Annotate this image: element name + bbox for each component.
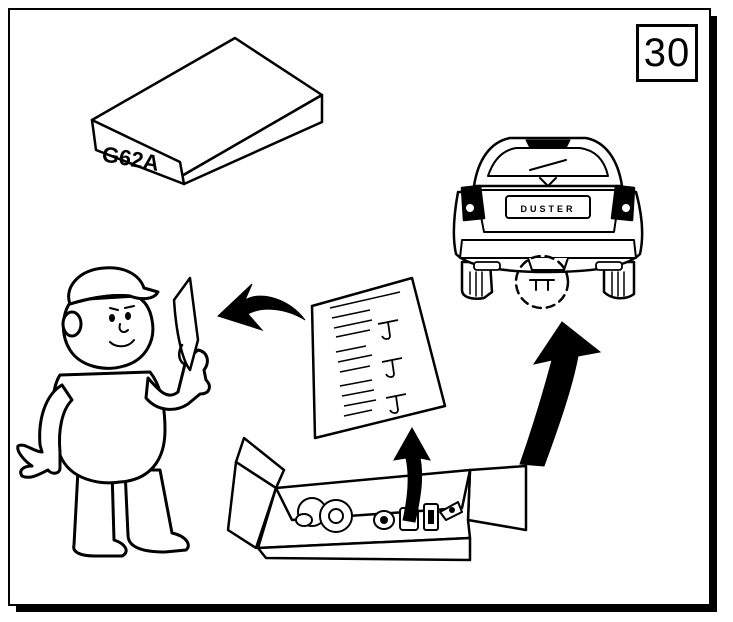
arrow-to-car [519,321,602,467]
arrow-to-sheet [393,426,431,523]
arrow-to-technician [217,283,306,332]
kit-box: G62A [90,36,324,186]
technician-figure [16,266,211,558]
car-emblem-icon [539,177,557,187]
car-plate-text: DUSTER [520,204,575,214]
towbar-location-highlight [514,254,570,310]
car-rear-view: DUSTER [452,136,644,310]
step-number-badge: 30 [636,24,698,82]
instruction-sheet [310,276,447,440]
tow-hook-icon [377,319,407,414]
open-parts-box [226,436,528,562]
